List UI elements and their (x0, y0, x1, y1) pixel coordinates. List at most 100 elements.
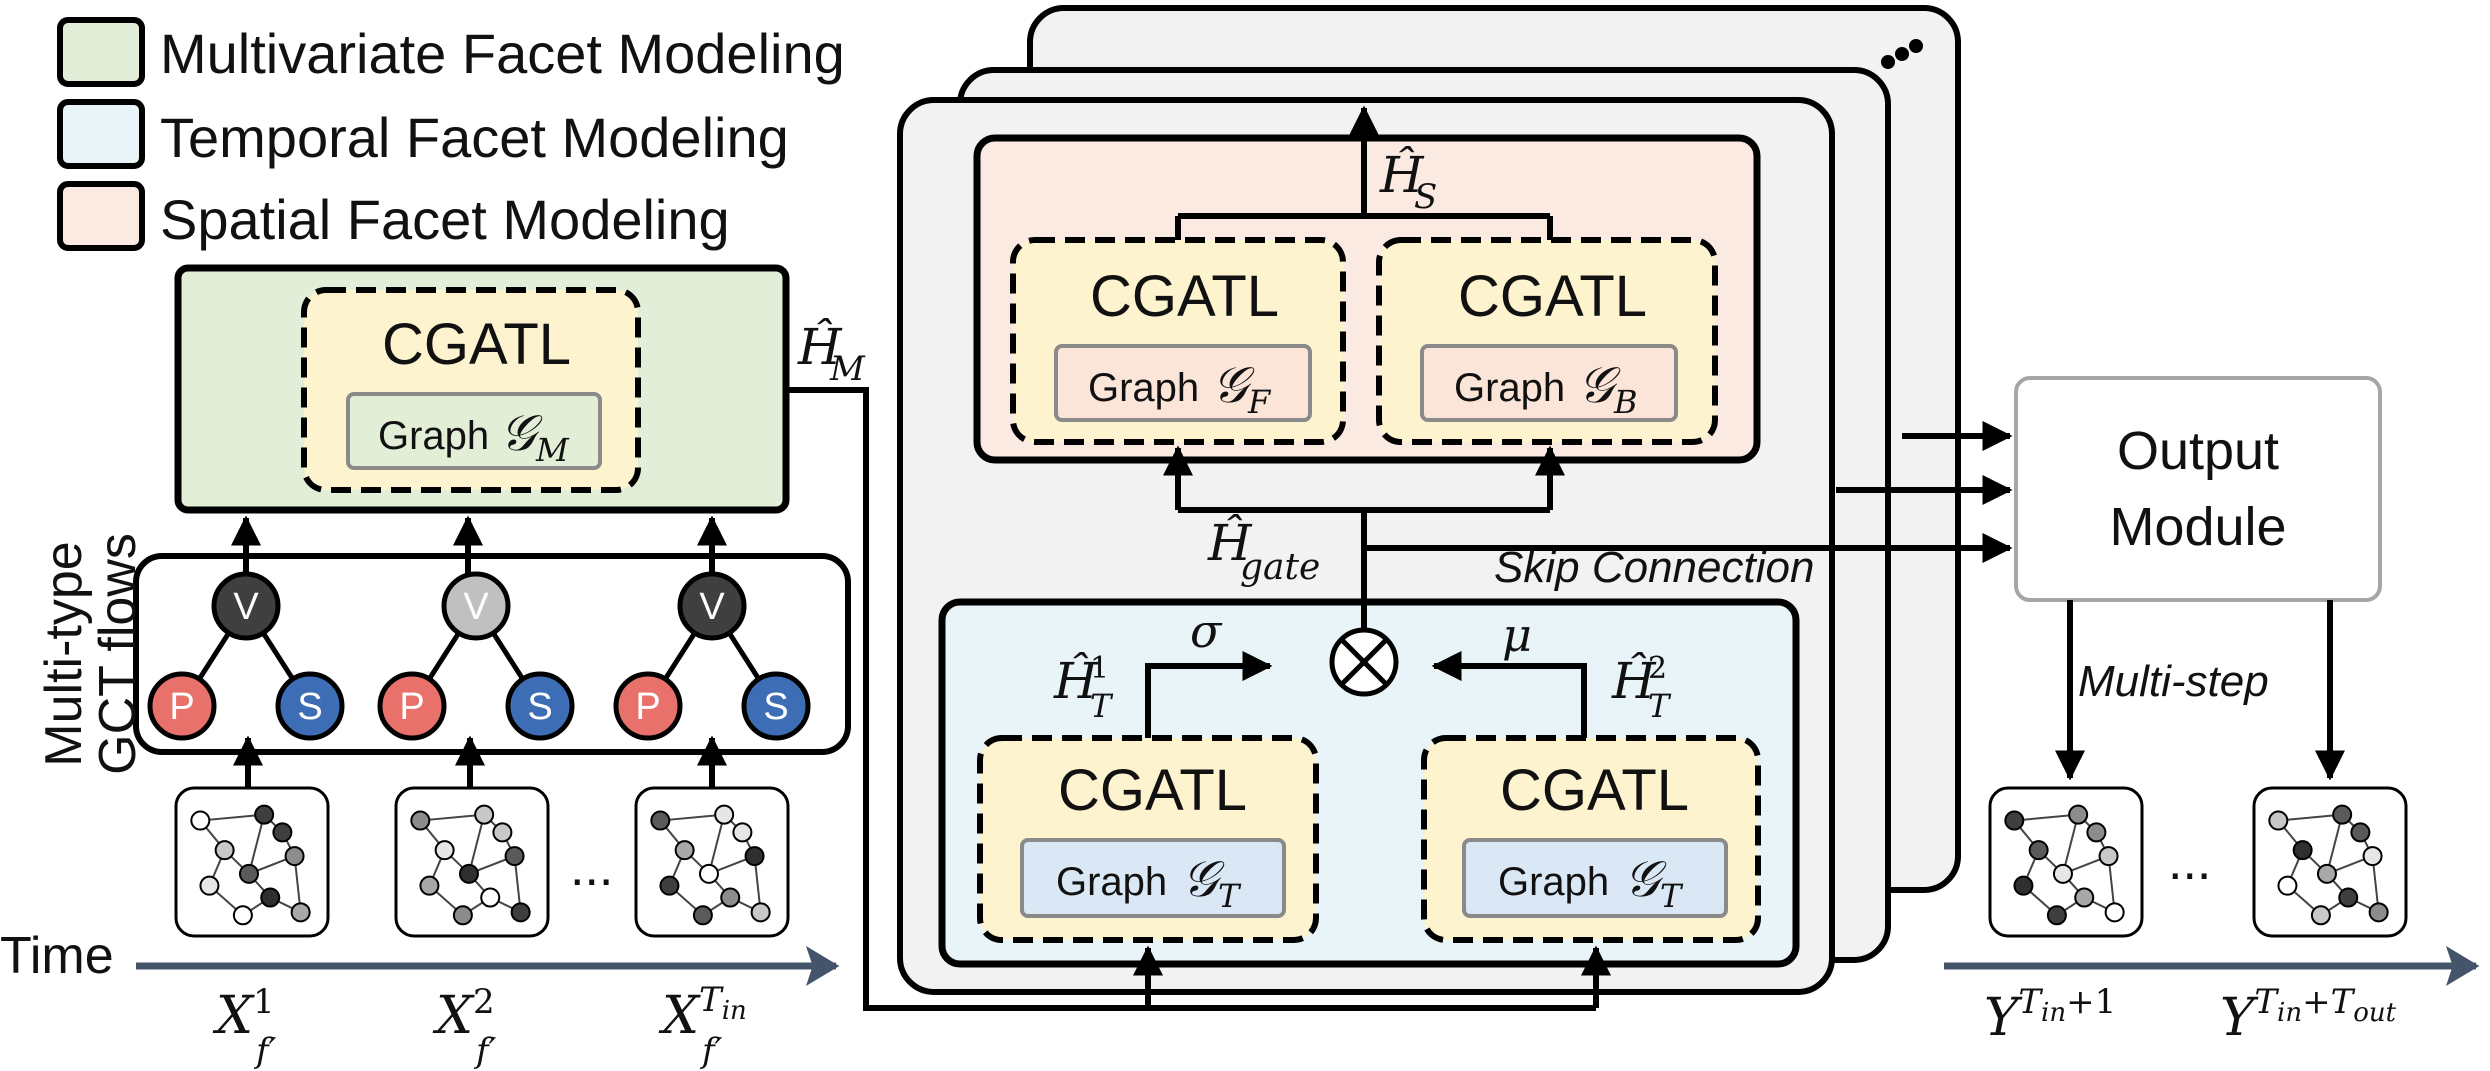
thumbnail-node (2004, 810, 2025, 831)
gct-node-p-label: P (635, 686, 660, 728)
thumbnail-node (659, 875, 680, 896)
gct-node-v-label: V (233, 586, 259, 628)
thumbnail-node (2316, 863, 2337, 884)
x-subscript: f′ (256, 1031, 277, 1071)
thumbnail-node (2028, 840, 2049, 861)
h-gate-subscript: gate (1240, 547, 1321, 588)
y-superscript-sub: in (2277, 998, 2303, 1028)
h-t1-superscript: 1 (1090, 651, 1110, 686)
y-superscript-sub: in (2041, 998, 2067, 1028)
spatial-graph-box-2: Graph 𝒢 B (1420, 344, 1678, 422)
thumbnail-node (2052, 863, 2073, 884)
gct-node-v (441, 571, 511, 641)
thumbnail-node (2104, 902, 2125, 923)
gct-node-s (741, 671, 811, 741)
thumbnail-node (434, 840, 455, 861)
thumbnail-node (2086, 822, 2107, 843)
graph-label: Graph (1498, 860, 1610, 904)
thumbnail-edge (2014, 813, 2079, 822)
thumbnail-node (2074, 887, 2095, 908)
temporal-graph-box-2: Graph 𝒢 T (1462, 838, 1728, 918)
thumbnail-node (254, 804, 275, 825)
thumbnail-node (2098, 846, 2119, 867)
gct-node-p (147, 671, 217, 741)
x-subscript: f′ (702, 1031, 723, 1071)
thumbnail-node (720, 887, 741, 908)
multivariate-cgatl-title: CGATL (382, 312, 572, 377)
thumbnail-node (2013, 875, 2034, 896)
thumbnail-node (452, 905, 473, 926)
thumbnail-node (732, 822, 753, 843)
thumbnail-node (692, 905, 713, 926)
output-graph-2 (2252, 786, 2408, 938)
temporal-cgatl-title-1: CGATL (1058, 758, 1248, 823)
thumbnail-edge (2325, 814, 2344, 875)
output-ellipsis: ... (2168, 833, 2212, 891)
gct-node-v-label: V (463, 586, 489, 628)
gct-node-s-label: S (763, 686, 788, 728)
thumbnail-edge (247, 814, 266, 875)
temporal-cgatl-title-2: CGATL (1500, 758, 1690, 823)
thumbnail-node (2332, 804, 2353, 825)
thumbnail-node (504, 846, 525, 867)
gct-node-p (613, 671, 683, 741)
thumbnail-node (214, 840, 235, 861)
thumbnail-node (2338, 887, 2359, 908)
thumbnail-node (199, 875, 220, 896)
gct-node-v (677, 571, 747, 641)
graph-symbol: 𝒢 (1624, 850, 1660, 908)
spatial-graph-box-1: Graph 𝒢 F (1054, 344, 1312, 422)
thumbnail-node (2046, 905, 2067, 926)
legend-label-spatial: Spatial Facet Modeling (160, 188, 730, 251)
thumbnail-node (744, 846, 765, 867)
graph-symbol: 𝒢 (1182, 850, 1218, 908)
gct-node-p-label: P (399, 686, 424, 728)
thumbnail-node (674, 840, 695, 861)
thumbnail-node (2362, 846, 2383, 867)
thumbnail-node (2068, 804, 2089, 825)
h-s-subscript: S (1414, 177, 1438, 217)
h-t1-symbol: Ĥ (1054, 652, 1098, 710)
mu-label: μ (1502, 608, 1532, 662)
thumbnail-node (480, 887, 501, 908)
output-module-line-1: Output (2116, 421, 2280, 481)
spatial-cgatl-title-1: CGATL (1090, 264, 1280, 329)
x-superscript: 1 (253, 982, 275, 1022)
gct-node-p (377, 671, 447, 741)
thumbnail-node (2310, 905, 2331, 926)
y-label-1: YTin+1 (1984, 985, 2116, 1044)
y-symbol: Y (1984, 988, 2019, 1048)
y-superscript: T (2018, 982, 2042, 1022)
thumbnail-node (458, 863, 479, 884)
thumbnail-node (492, 822, 513, 843)
spatial-cgatl-title-2: CGATL (1458, 264, 1648, 329)
gct-node-s-label: S (297, 686, 322, 728)
thumbnail-edge (2061, 814, 2080, 875)
x-superscript: 2 (473, 982, 495, 1022)
sigma-label: σ (1190, 604, 1222, 658)
input-graph-1 (174, 786, 330, 938)
x-symbol: X (662, 986, 700, 1046)
thumbnail-node (510, 902, 531, 923)
h-m-symbol: Ĥ (798, 318, 842, 376)
thumbnail-node (650, 810, 671, 831)
output-module-box (2014, 376, 2382, 602)
graph-subscript: B (1614, 383, 1638, 421)
thumbnail-node (2368, 902, 2389, 923)
y-superscript-tail: +1 (2066, 982, 2117, 1022)
thumbnail-node (714, 804, 735, 825)
y-superscript-mid: +T (2302, 982, 2354, 1022)
gct-node-s-label: S (527, 686, 552, 728)
y-superscript: T (2254, 982, 2278, 1022)
gct-side-label-1: Multi-type (35, 541, 93, 767)
thumbnail-node (272, 822, 293, 843)
thumbnail-node (232, 905, 253, 926)
gct-node-v (211, 571, 281, 641)
thumbnail-node (238, 863, 259, 884)
h-m-subscript: M (830, 349, 865, 389)
input-graph-3 (634, 786, 790, 938)
thumbnail-node (2268, 810, 2289, 831)
